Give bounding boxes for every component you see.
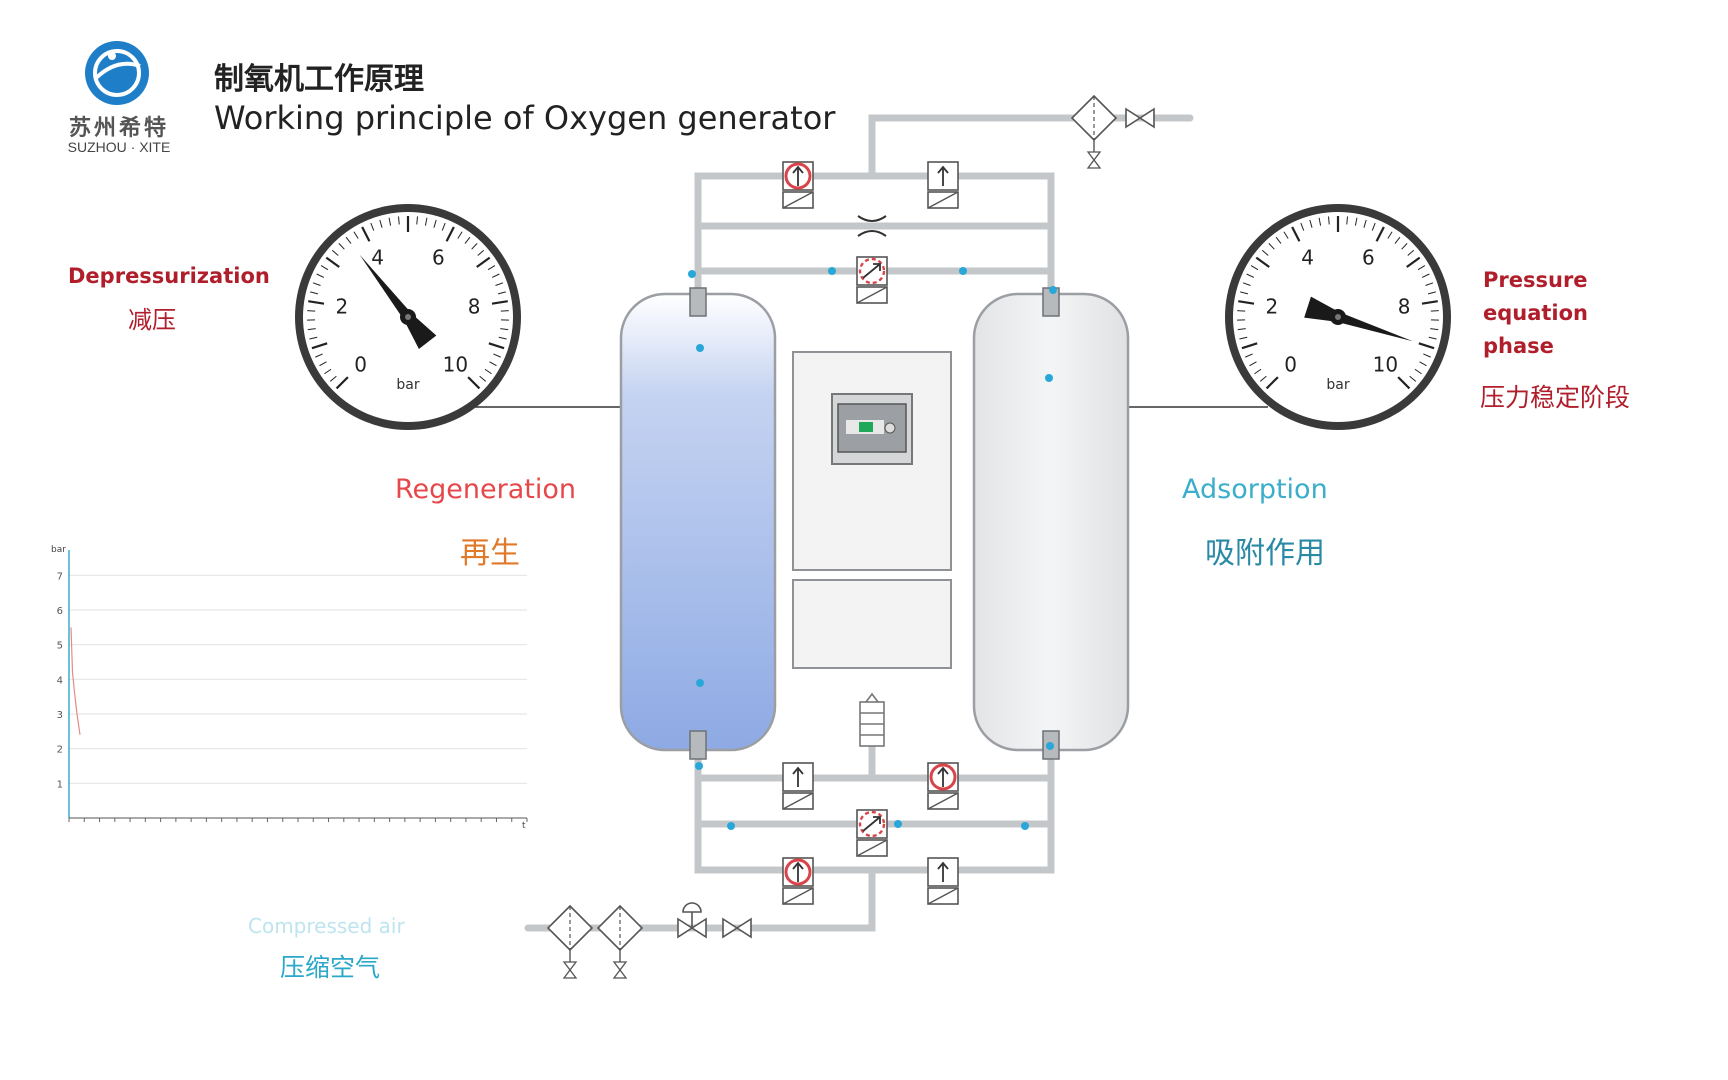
valve-bottom-right-open <box>926 761 960 811</box>
label-regeneration-cn: 再生 <box>460 536 520 571</box>
sensor-dots <box>688 267 1057 830</box>
chart-x-label: t <box>522 821 526 831</box>
tank-nozzles <box>689 287 1060 760</box>
chart-series-line <box>70 627 81 735</box>
gauge-tick-label: 2 <box>1265 295 1278 319</box>
outlet-ball-valve <box>1125 108 1155 128</box>
chart-y-tick-label: 3 <box>57 710 63 721</box>
valve-top-right <box>927 161 959 209</box>
chart-y-label: bar <box>51 545 66 555</box>
gauge-unit-label: bar <box>1326 377 1349 393</box>
inlet-filter-2 <box>597 905 643 979</box>
label-adsorption: Adsorption <box>1182 474 1328 505</box>
logo-english-name: SUZHOU · XITE <box>67 139 171 155</box>
gauge-tick-label: 0 <box>1284 352 1297 376</box>
valve-inlet-right <box>927 857 959 905</box>
logo-emblem-icon <box>85 41 149 105</box>
gauge-tick-label: 8 <box>1398 295 1411 319</box>
valve-bottom-left <box>782 762 814 810</box>
inlet-filter-1 <box>547 905 593 979</box>
flow-orifice <box>857 215 887 237</box>
pipe-network <box>524 114 1194 932</box>
gauge-tick-label: 10 <box>1373 352 1398 376</box>
gauge-tick-label: 6 <box>432 245 445 269</box>
valve-top-left-open <box>781 160 815 210</box>
adsorption-tank <box>972 292 1130 752</box>
valve-purge-top <box>855 255 889 305</box>
label-pressure-phase: Pressure equation phase <box>1483 268 1589 358</box>
chart-y-tick-label: 4 <box>57 675 63 686</box>
silencer <box>859 692 885 747</box>
gauge-tick-label: 2 <box>335 295 348 319</box>
pressure-gauge-left: 0 2 4 6 8 10 bar <box>295 204 521 430</box>
gauge-tick-label: 4 <box>1301 245 1314 269</box>
chart-y-tick-label: 2 <box>57 745 63 756</box>
label-pressure-phase-cn: 压力稳定阶段 <box>1480 383 1631 412</box>
logo-chinese-name: 苏州希特 <box>68 116 169 141</box>
label-compressed-air-cn: 压缩空气 <box>280 953 381 982</box>
gauge-needle <box>359 254 437 350</box>
pressure-chart: 1 2 3 4 5 6 7 bar t <box>51 545 528 831</box>
valve-inlet-left-open <box>781 856 815 906</box>
gauge-tick-label: 0 <box>354 352 367 376</box>
label-depressurization-cn: 减压 <box>128 306 176 334</box>
outlet-filter <box>1071 95 1117 169</box>
label-depressurization: Depressurization <box>68 264 270 288</box>
control-cabinet <box>792 351 952 669</box>
gauge-needle <box>1304 296 1414 342</box>
chart-y-tick-label: 7 <box>57 571 63 582</box>
gauge-tick-label: 8 <box>468 295 481 319</box>
inlet-ball-valve <box>722 918 752 938</box>
page-title: Working principle of Oxygen generator <box>214 99 836 137</box>
chart-y-tick-label: 6 <box>57 606 63 617</box>
label-regeneration: Regeneration <box>395 474 576 505</box>
pressure-gauge-right: 0 2 4 6 8 10 bar <box>1225 204 1451 430</box>
gauge-tick-label: 4 <box>371 245 384 269</box>
chart-y-tick-label: 1 <box>57 779 63 790</box>
label-compressed-air: Compressed air <box>248 914 405 938</box>
gauge-tick-label: 6 <box>1362 245 1375 269</box>
valve-purge-bottom <box>855 808 889 858</box>
chart-y-tick-label: 5 <box>57 641 63 652</box>
inlet-regulator <box>677 902 707 938</box>
label-adsorption-cn: 吸附作用 <box>1205 536 1325 571</box>
page-title-chinese: 制氧机工作原理 <box>214 62 424 97</box>
gauge-tick-label: 10 <box>443 352 468 376</box>
gauge-unit-label: bar <box>396 377 419 393</box>
